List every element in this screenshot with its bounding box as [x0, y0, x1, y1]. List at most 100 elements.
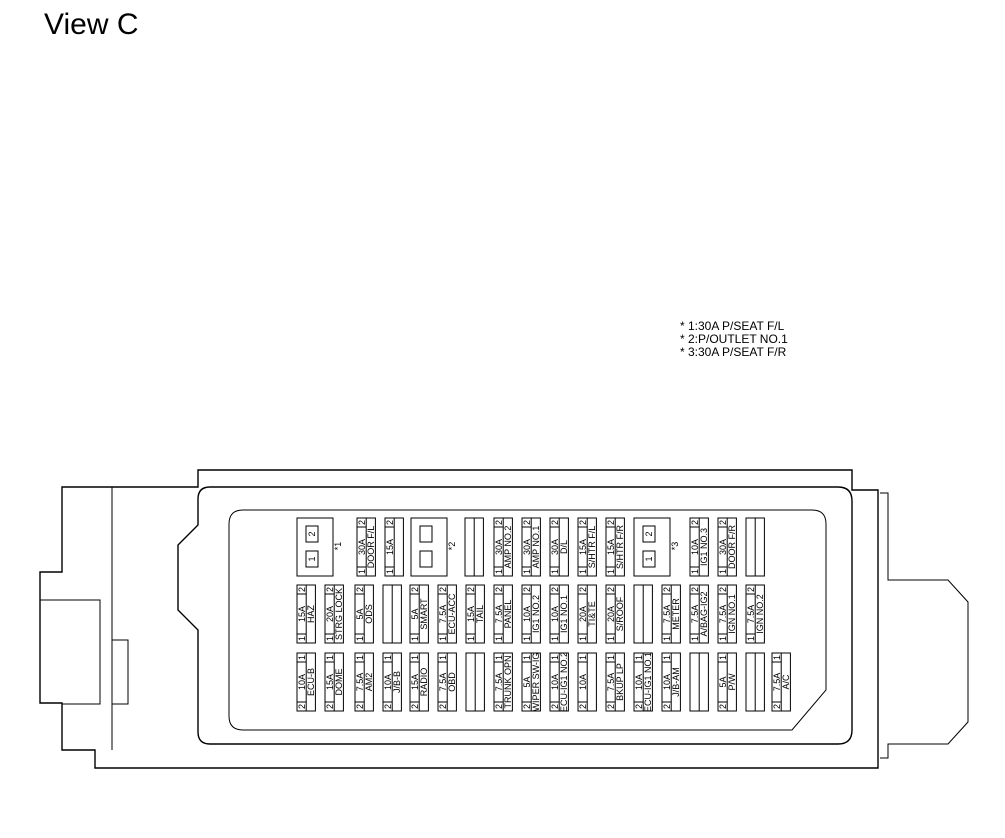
fuse-pin-label: 1	[355, 636, 365, 641]
fuse-pin-label: 2	[550, 520, 560, 525]
fuse-pin-label: 2	[606, 520, 616, 525]
fuse-top[interactable]	[745, 517, 765, 577]
fuse-name: IGN NO.2	[755, 594, 765, 634]
fuse-pin-label: 1	[325, 655, 335, 660]
fuse-pin-label: 2	[438, 587, 448, 592]
fuse-pin-label: 2	[357, 520, 367, 525]
fuse-pin-label: 1	[606, 569, 616, 574]
fuse-amperage: 10A	[297, 674, 307, 690]
fuse-amperage: 10A	[550, 674, 560, 690]
fuse-middle[interactable]	[633, 584, 653, 644]
fuse-pin-label: 2	[522, 520, 532, 525]
fuse-name: WIPER SW-IG	[531, 653, 541, 712]
fuse-pin-label: 2	[410, 587, 420, 592]
fuse-pin-label: 2	[466, 587, 476, 592]
fuse-amperage: 10A	[578, 674, 588, 690]
fuse-pin-label: 2	[494, 587, 504, 592]
footnote-1: * 1:30A P/SEAT F/L	[680, 319, 785, 333]
relay-terminal	[305, 550, 319, 568]
relay-r1[interactable]: 12*1	[296, 517, 343, 577]
fuse-bottom[interactable]	[465, 652, 485, 712]
fuse-name: IG1 NO.3	[699, 528, 709, 566]
fuse-pin-label: 1	[438, 655, 448, 660]
fuse-name: OBD	[447, 672, 457, 692]
fuse-pin-label: 2	[690, 587, 700, 592]
fuse-pin-label: 2	[578, 704, 588, 709]
fuse-pin-label: 2	[662, 587, 672, 592]
fuse-amperage: 7.5A	[690, 605, 700, 624]
fuse-pin-label: 2	[494, 520, 504, 525]
footnote-3: * 3:30A P/SEAT F/R	[680, 345, 787, 359]
fuse-pin-label: 1	[355, 655, 365, 660]
fuse-name: S/HTR F/L	[587, 526, 597, 569]
fuse-pin-label: 2	[718, 587, 728, 592]
fuse-amperage: 7.5A	[438, 673, 448, 692]
fuse-amperage: 15A	[578, 539, 588, 555]
fuse-amperage: 5A	[355, 608, 365, 619]
fuse-pin-label: 2	[662, 704, 672, 709]
relay-terminal	[642, 550, 656, 568]
relay-r3[interactable]: 12*3	[633, 517, 680, 577]
fuse-pin-label: 1	[522, 569, 532, 574]
fuse-amperage: 15A	[325, 674, 335, 690]
footnotes: * 1:30A P/SEAT F/L * 2:P/OUTLET NO.1 * 3…	[680, 320, 788, 359]
page-title: View C	[44, 8, 139, 41]
fuse-pin-label: 2	[355, 587, 365, 592]
fuse-bottom[interactable]	[745, 652, 765, 712]
fuse-amperage: 7.5A	[746, 605, 756, 624]
fuse-amperage: 15A	[606, 539, 616, 555]
fuse-name: ECU-IG1 NO.1	[643, 652, 653, 712]
fuse-name: ODS	[364, 604, 374, 624]
relay-r2[interactable]: *2	[410, 517, 457, 577]
fuse-name: ECU-ACC	[447, 593, 457, 635]
fuse-pin-label: 1	[550, 636, 560, 641]
fuse-top[interactable]	[464, 517, 484, 577]
relay-terminal-label: 1	[644, 556, 654, 561]
fuse-amperage: 15A	[385, 539, 395, 555]
fuse-pin-label: 2	[606, 587, 616, 592]
fuse-amperage: 30A	[550, 539, 560, 555]
fuse-bottom[interactable]	[689, 652, 709, 712]
fuse-middle[interactable]	[382, 584, 402, 644]
fuse-pin-label: 1	[634, 655, 644, 660]
